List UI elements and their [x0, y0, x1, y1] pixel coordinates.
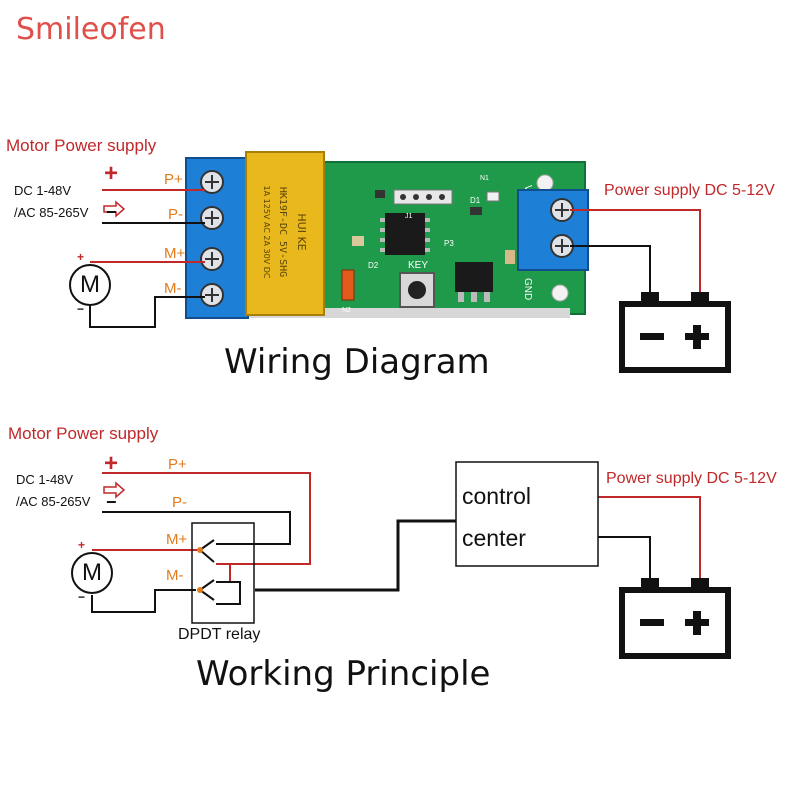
ac-arrow-icon [103, 481, 126, 499]
bottom-label-m-minus: M- [166, 567, 184, 584]
battery-bottom [619, 578, 731, 659]
motor-top [69, 264, 111, 306]
label-d1: D1 [470, 196, 481, 205]
bottom-power-supply-label: Power supply DC 5-12V [606, 470, 777, 487]
led-d1 [486, 191, 500, 202]
relay-contact-dots [197, 547, 203, 593]
top-label-m-minus: M- [164, 280, 182, 297]
capacitor [352, 236, 364, 246]
relay-rating-text: 1A 125V AC 2A 30V DC [262, 186, 271, 279]
relay-model-text: HK19F-DC 5V-SHG [277, 187, 288, 277]
top-dc-range-label: DC 1-48V [14, 183, 72, 198]
header-pins [393, 189, 453, 205]
diode-d2 [341, 269, 355, 301]
pcb-mount-hole [536, 174, 554, 192]
top-minus-sign: − [106, 202, 117, 222]
resistor [470, 207, 482, 215]
top-motor-supply-label: Motor Power supply [6, 136, 157, 155]
top-motor-plus: + [77, 250, 85, 264]
relay-component [245, 151, 325, 316]
ic-pins [380, 218, 430, 252]
key-button-cap [408, 281, 426, 299]
bottom-minus-sign: − [106, 492, 117, 512]
control-center-line2: center [462, 525, 526, 551]
ic-chip [385, 213, 425, 255]
pcb-shadow [230, 308, 570, 318]
ac-arrow-icon [103, 200, 126, 218]
resistor [505, 250, 515, 264]
label-key: KEY [408, 260, 428, 271]
header-pin-holes [400, 194, 445, 200]
dpdt-relay-box [191, 522, 255, 624]
motor-bottom [71, 552, 113, 594]
pcb-mount-hole [551, 284, 569, 302]
label-gnd: GND [522, 278, 533, 300]
label-d2: D2 [368, 261, 379, 270]
bottom-wires [91, 472, 701, 613]
regulator-pins [458, 292, 490, 302]
top-motor-minus: − [77, 302, 85, 316]
terminal-screws-motor [200, 170, 224, 307]
label-p3: P3 [444, 239, 454, 248]
control-center-line1: control [462, 483, 532, 509]
control-center-box [455, 461, 599, 567]
power-terminal-block [517, 189, 589, 271]
relay-brand-text: HUI KE [295, 213, 308, 250]
bottom-label-m-plus: M+ [166, 531, 188, 548]
label-n2: N2 [342, 307, 351, 314]
top-wires [89, 189, 701, 328]
bottom-motor-supply-label: Motor Power supply [8, 424, 159, 443]
top-label-m-plus: M+ [164, 245, 186, 262]
bottom-dc-range-label: DC 1-48V [16, 472, 74, 487]
brand-logo-text: Smileofen [16, 12, 166, 47]
top-ac-range-label: /AC 85-265V [14, 205, 89, 220]
resistor [375, 190, 385, 198]
bottom-motor-plus: + [78, 538, 86, 552]
wiring-diagram-title: Wiring Diagram [224, 342, 490, 382]
bottom-plus-sign: + [104, 450, 119, 477]
bottom-ac-range-label: /AC 85-265V [16, 494, 91, 509]
working-principle-title: Working Principle [196, 654, 491, 694]
bottom-label-p-plus: P+ [168, 456, 187, 473]
battery-top [619, 292, 731, 373]
voltage-regulator [455, 262, 493, 292]
label-n1: N1 [480, 175, 489, 182]
bottom-motor-letter: M [82, 559, 102, 586]
bottom-label-p-minus: P- [172, 494, 187, 511]
bottom-motor-minus: − [78, 590, 86, 604]
top-label-p-minus: P- [168, 206, 183, 223]
top-motor-letter: M [80, 271, 100, 298]
label-j1: J1 [405, 213, 413, 220]
top-plus-sign: + [104, 160, 119, 187]
top-power-supply-label: Power supply DC 5-12V [604, 182, 775, 199]
top-label-p-plus: P+ [164, 171, 183, 188]
dpdt-relay-label: DPDT relay [178, 626, 261, 643]
